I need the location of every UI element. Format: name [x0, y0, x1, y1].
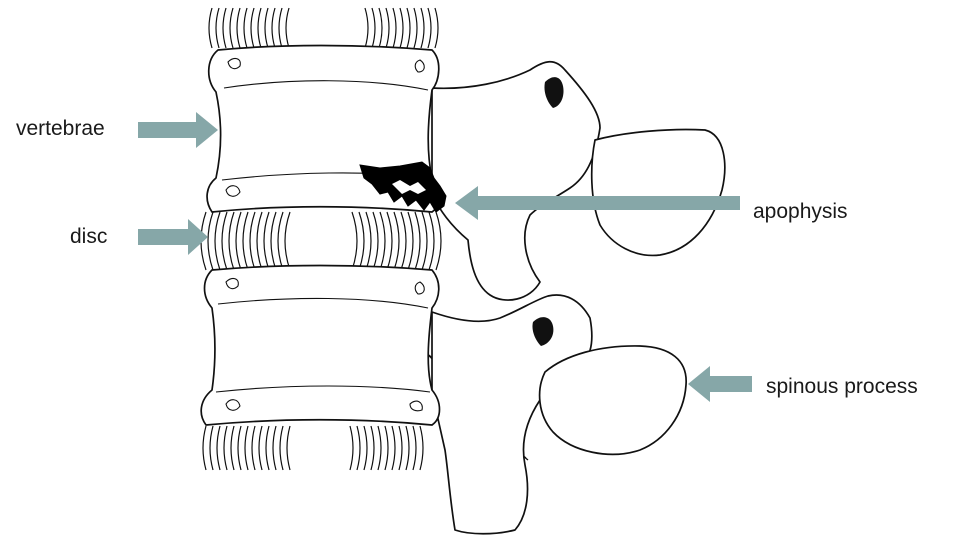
disc-fiber — [217, 426, 220, 470]
disc-fiber — [280, 426, 283, 470]
disc-fiber — [257, 212, 262, 270]
disc-fiber — [209, 8, 212, 48]
disc-fiber — [366, 212, 371, 270]
arrow-disc — [138, 219, 208, 255]
disc-fiber — [420, 426, 423, 470]
disc-fiber — [250, 212, 255, 270]
arrow-vertebrae — [138, 112, 218, 148]
disc-fiber — [278, 212, 283, 270]
disc-fiber — [223, 8, 226, 48]
disc-fiber — [421, 8, 424, 48]
disc-fiber — [243, 212, 248, 270]
disc-fiber — [285, 212, 290, 270]
disc-fiber — [245, 426, 248, 470]
disc-fiber — [407, 8, 410, 48]
disc-fiber — [251, 8, 254, 48]
disc-fiber — [386, 8, 389, 48]
disc-fiber — [394, 212, 399, 270]
disc-fiber — [436, 212, 441, 270]
disc-fiber — [265, 8, 268, 48]
disc-top-fibers — [209, 8, 438, 48]
disc-fiber — [415, 212, 420, 270]
disc-fiber — [252, 426, 255, 470]
disc-fiber — [428, 8, 431, 48]
disc-fiber — [266, 426, 269, 470]
disc-fiber — [286, 8, 289, 48]
disc-bottom-fibers — [203, 426, 423, 470]
disc-fiber — [357, 426, 360, 470]
disc-fiber — [372, 8, 375, 48]
disc-fiber — [385, 426, 388, 470]
disc-fiber — [259, 426, 262, 470]
disc-fiber — [273, 426, 276, 470]
disc-fiber — [379, 8, 382, 48]
disc-fiber — [429, 212, 434, 270]
disc-fiber — [406, 426, 409, 470]
disc-fiber — [264, 212, 269, 270]
spinous-process-upper — [592, 129, 725, 255]
disc-fiber — [229, 212, 234, 270]
disc-fiber — [216, 8, 219, 48]
disc-middle-fibers — [201, 212, 441, 270]
disc-fiber — [378, 426, 381, 470]
disc-fiber — [400, 8, 403, 48]
disc-fiber — [272, 8, 275, 48]
disc-fiber — [350, 426, 353, 470]
label-apophysis: apophysis — [753, 201, 848, 222]
disc-fiber — [413, 426, 416, 470]
disc-fiber — [399, 426, 402, 470]
disc-fiber — [208, 212, 213, 270]
disc-fiber — [422, 212, 427, 270]
label-disc: disc — [70, 226, 107, 247]
disc-fiber — [392, 426, 395, 470]
label-vertebrae: vertebrae — [16, 118, 105, 139]
disc-fiber — [287, 426, 290, 470]
disc-fiber — [222, 212, 227, 270]
disc-fiber — [359, 212, 364, 270]
disc-fiber — [393, 8, 396, 48]
disc-fiber — [230, 8, 233, 48]
disc-fiber — [203, 426, 206, 470]
disc-fiber — [224, 426, 227, 470]
disc-fiber — [387, 212, 392, 270]
disc-fiber — [365, 8, 368, 48]
disc-fiber — [238, 426, 241, 470]
disc-fiber — [435, 8, 438, 48]
disc-fiber — [279, 8, 282, 48]
disc-fiber — [371, 426, 374, 470]
posterior-element-upper — [432, 62, 600, 300]
disc-fiber — [237, 8, 240, 48]
disc-fiber — [352, 212, 357, 270]
disc-fiber — [215, 212, 220, 270]
disc-fiber — [401, 212, 406, 270]
disc-fiber — [271, 212, 276, 270]
disc-fiber — [408, 212, 413, 270]
disc-fiber — [414, 8, 417, 48]
disc-fiber — [231, 426, 234, 470]
disc-fiber — [373, 212, 378, 270]
spinous-process-lower — [540, 346, 687, 454]
disc-fiber — [236, 212, 241, 270]
disc-fiber — [258, 8, 261, 48]
disc-fiber — [380, 212, 385, 270]
label-spinous-process: spinous process — [766, 376, 918, 397]
disc-fiber — [210, 426, 213, 470]
disc-fiber — [244, 8, 247, 48]
disc-fiber — [364, 426, 367, 470]
arrow-spinous-process — [688, 366, 752, 402]
